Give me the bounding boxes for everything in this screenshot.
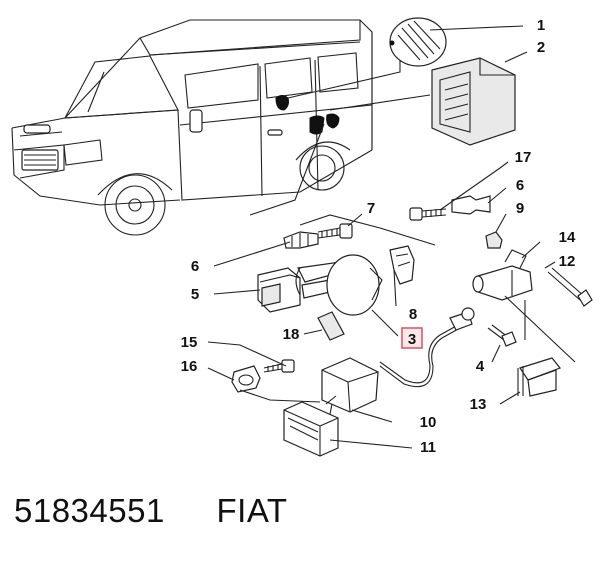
part-clip-8 (389, 245, 415, 285)
part-vent-cover (389, 17, 447, 67)
highlight-box (401, 327, 423, 349)
callout-11: 11 (420, 439, 436, 456)
callout-6b: 6 (191, 258, 199, 275)
part-fuel-flap (326, 254, 383, 316)
callout-7: 7 (367, 200, 375, 217)
callout-labels: 1 2 17 6 9 7 14 6 12 5 8 18 3 15 16 4 13… (181, 17, 576, 456)
part-hinge-13 (517, 357, 561, 397)
callout-13: 13 (470, 396, 487, 413)
part-grommet-16 (231, 365, 261, 393)
callout-3: 3 (408, 331, 416, 348)
part-screw-17 (409, 207, 447, 221)
callout-6a: 6 (516, 177, 524, 194)
callout-8: 8 (409, 306, 417, 323)
part-plug-6b (283, 231, 319, 249)
callout-9: 9 (516, 200, 524, 217)
callout-2: 2 (537, 39, 545, 56)
callout-12: 12 (559, 253, 576, 270)
callout-14: 14 (559, 229, 576, 246)
callout-5: 5 (191, 286, 199, 303)
part-screw-4 (487, 324, 517, 347)
callout-15: 15 (181, 334, 198, 351)
callout-1: 1 (537, 17, 545, 34)
footer-caption: 51834551 FIAT (14, 492, 288, 530)
part-number: 51834551 (14, 492, 165, 529)
leader-lines (207, 25, 556, 449)
part-pin-12 (547, 267, 593, 307)
part-bracket-5 (257, 267, 301, 313)
part-screw-15 (263, 359, 295, 373)
brand-name: FIAT (216, 492, 288, 529)
part-hinge-14 (472, 249, 533, 301)
callout-18: 18 (283, 326, 300, 343)
callout-16: 16 (181, 358, 198, 375)
part-plug-6a (451, 195, 491, 215)
part-cap-9 (485, 231, 503, 249)
part-screw-7 (317, 223, 353, 239)
part-cable (379, 307, 475, 388)
callout-17: 17 (515, 149, 532, 166)
parts-diagram: 1 2 17 6 9 7 14 6 12 5 8 18 3 15 16 4 13… (11, 17, 593, 457)
part-actuator-10 (321, 357, 379, 415)
part-cover-11 (283, 401, 339, 457)
part-vent-box (431, 57, 516, 146)
callout-4: 4 (476, 358, 485, 375)
part-pad-18 (317, 311, 345, 341)
callout-10: 10 (420, 414, 437, 431)
